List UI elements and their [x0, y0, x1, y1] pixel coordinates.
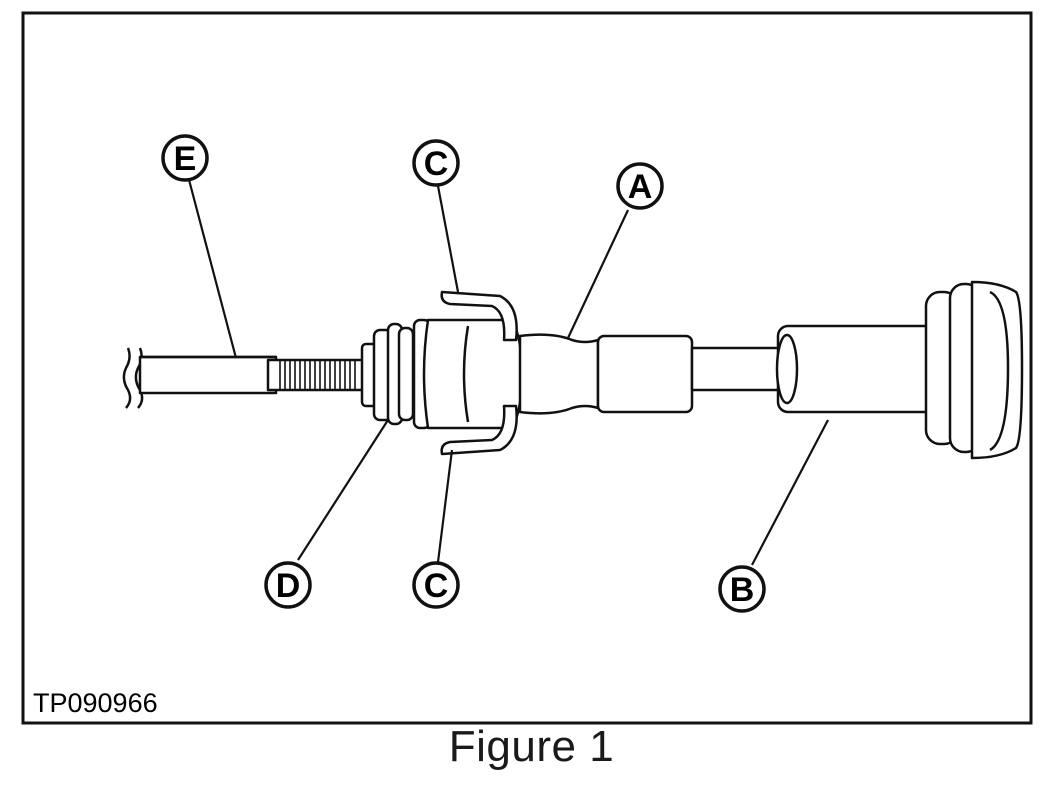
callout-a-label: A: [628, 168, 653, 206]
leader-line-d: [297, 419, 389, 561]
figure-caption: Figure 1: [448, 722, 615, 771]
adapter: [518, 333, 694, 415]
callout-c-bottom-circle: [412, 561, 460, 609]
callout-c-top-circle: [412, 139, 460, 187]
leader-line-c-bottom: [436, 449, 454, 563]
callout-b-circle: [718, 565, 766, 613]
callout-a-circle: [616, 162, 664, 210]
callout-d-label: D: [276, 567, 301, 605]
leader-line-a: [567, 209, 629, 339]
leader-line-b: [751, 419, 829, 566]
callout-e-label: E: [174, 140, 197, 178]
leader-line-e: [186, 175, 238, 359]
slide-hammer-rod: [122, 347, 278, 409]
slide-hammer-weight: [775, 280, 1024, 460]
figure-border: [21, 11, 1033, 725]
nut-washer-stack: [360, 318, 432, 430]
leader-line-c-top: [436, 185, 460, 293]
callout-c-bottom-label: C: [424, 567, 449, 605]
figure-id: TP090966: [33, 688, 158, 718]
callout-d-circle: [264, 561, 312, 609]
threaded-section: [266, 358, 365, 392]
puller-jaw-body: [422, 290, 524, 456]
callout-b-label: B: [730, 571, 755, 609]
shaft: [690, 346, 782, 392]
callout-c-top-label: C: [424, 145, 449, 183]
callout-e-circle: [161, 134, 209, 182]
